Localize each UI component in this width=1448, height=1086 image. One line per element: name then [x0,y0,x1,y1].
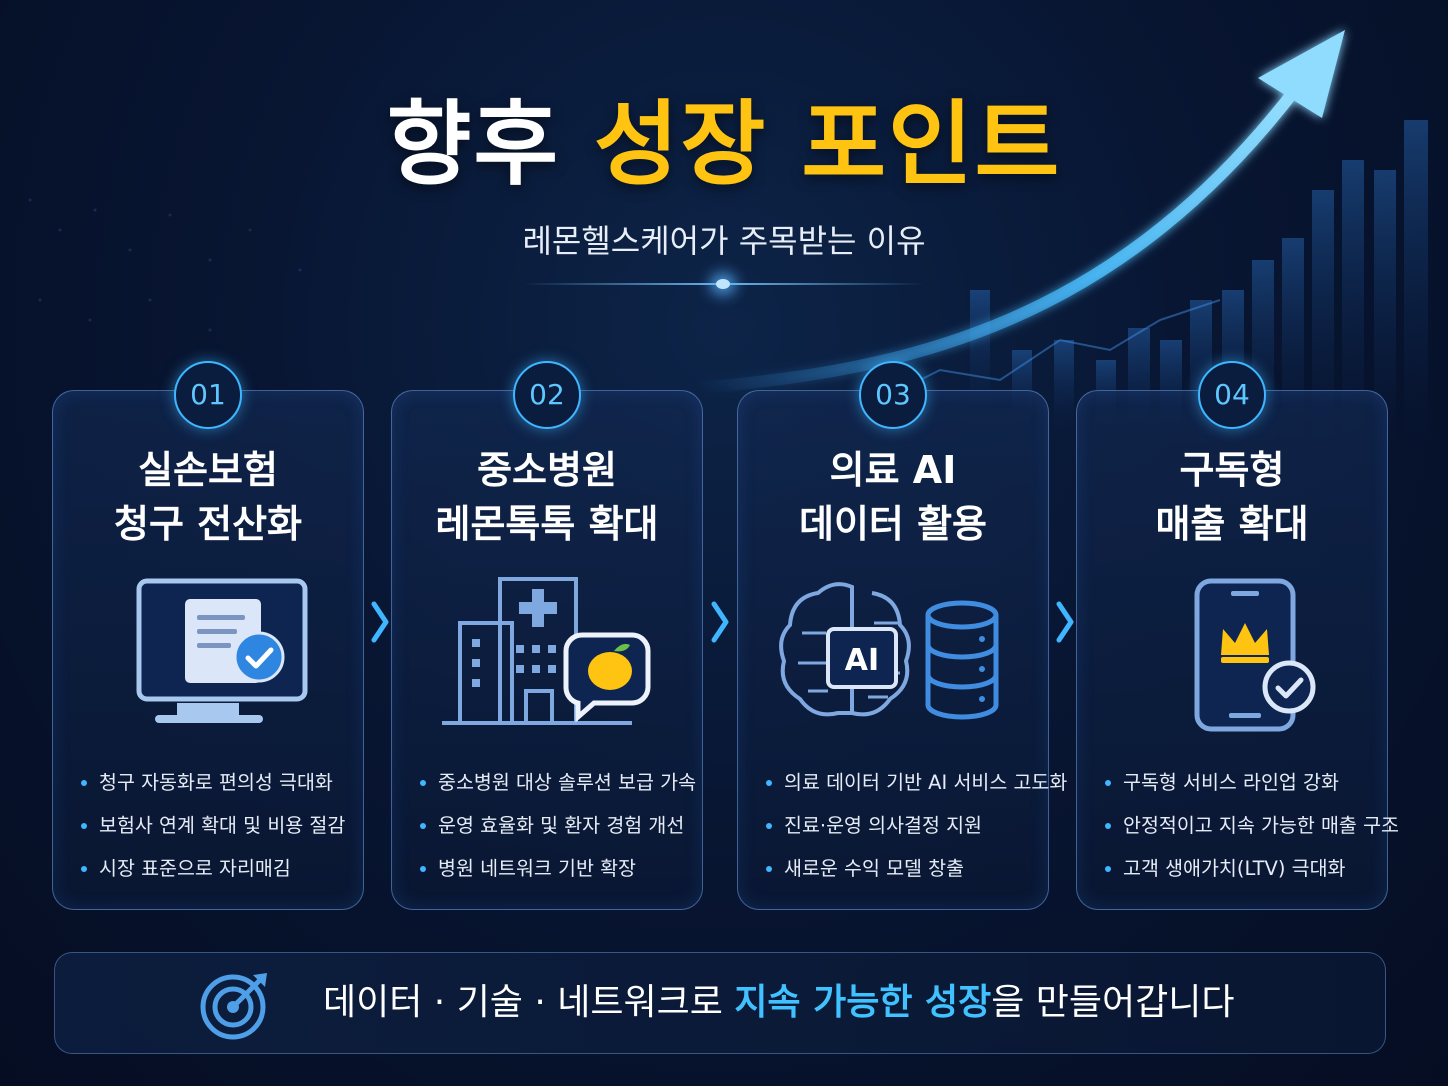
card-title: 실손보험 청구 전산화 [53,443,363,551]
title-part2: 성장 포인트 [594,91,1062,198]
card-bullet-list: 구독형 서비스 라인업 강화 안정적이고 지속 가능한 매출 구조 고객 생애가… [1105,761,1399,890]
list-item: 청구 자동화로 편의성 극대화 [81,761,353,804]
card-title-line2: 레몬톡톡 확대 [435,502,659,546]
list-item: 시장 표준으로 자리매김 [81,847,353,890]
background-trend-line [879,299,1221,401]
card-bullet-list: 중소병원 대상 솔루션 보급 가속 운영 효율화 및 환자 경험 개선 병원 네… [420,761,696,890]
list-item: 진료·운영 의사결정 지원 [766,804,1038,847]
title-part1: 향후 [386,91,560,198]
card-number-badge: 04 [1198,361,1266,429]
list-item: 새로운 수익 모델 창출 [766,847,1038,890]
card-title: 중소병원 레몬톡톡 확대 [392,443,702,551]
hospital-lemon-chat-icon [432,573,662,733]
growth-card-3: 03 의료 AI 데이터 활용 AI 의료 데이터 기반 AI [737,361,1067,910]
card-title: 구독형 매출 확대 [1077,443,1387,551]
card-title: 의료 AI 데이터 활용 [738,443,1048,551]
card-title-line2: 매출 확대 [1155,502,1309,546]
card-title-line1: 실손보험 [138,448,278,492]
growth-card-2: 02 중소병원 레몬톡톡 확대 중소병원 대상 솔루션 보급 가속 운 [391,361,703,910]
growth-card-1: 01 실손보험 청구 전산화 청구 자동화로 편의성 극대화 보험사 연계 확대… [52,361,364,910]
card-title-line1: 의료 AI [829,448,957,492]
list-item: 운영 효율화 및 환자 경험 개선 [420,804,692,847]
monitor-document-check-icon [93,573,323,733]
growth-card-4: 04 구독형 매출 확대 구독형 서비스 라인업 강화 안정적이고 지속 가능한… [1076,361,1399,910]
subtitle-divider-glow [716,279,730,289]
footer-text-highlight: 지속 가능한 성장 [734,982,992,1023]
footer-message: 데이터 · 기술 · 네트워크로 지속 가능한 성장을 만들어갑니다 [323,953,1235,1053]
list-item: 보험사 연계 확대 및 비용 절감 [81,804,353,847]
target-arrow-icon [200,973,267,1040]
card-title-line1: 구독형 [1179,448,1285,492]
ai-chip-label: AI [845,643,879,678]
card-number-badge: 03 [859,361,927,429]
card-title-line2: 청구 전산화 [113,502,303,546]
card-number-badge: 02 [513,361,581,429]
chevron-right-icon [371,601,389,643]
list-item: 고객 생애가치(LTV) 극대화 [1105,847,1377,890]
card-bullet-list: 청구 자동화로 편의성 극대화 보험사 연계 확대 및 비용 절감 시장 표준으… [81,761,353,890]
phone-crown-check-icon [1117,573,1347,733]
card-bullet-list: 의료 데이터 기반 AI 서비스 고도화 진료·운영 의사결정 지원 새로운 수… [766,761,1067,890]
list-item: 안정적이고 지속 가능한 매출 구조 [1105,804,1399,847]
card-title-line2: 데이터 활용 [798,502,988,546]
footer-banner: 데이터 · 기술 · 네트워크로 지속 가능한 성장을 만들어갑니다 [54,952,1386,1054]
list-item: 병원 네트워크 기반 확장 [420,847,692,890]
list-item: 구독형 서비스 라인업 강화 [1105,761,1377,804]
page-title: 향후 성장 포인트 [0,70,1448,203]
chevron-right-icon [711,601,729,643]
chevron-right-icon [1056,601,1074,643]
card-number-badge: 01 [174,361,242,429]
footer-text-after: 을 만들어갑니다 [991,982,1235,1023]
list-item: 중소병원 대상 솔루션 보급 가속 [420,761,696,804]
list-item: 의료 데이터 기반 AI 서비스 고도화 [766,761,1067,804]
footer-text-before: 데이터 · 기술 · 네트워크로 [323,982,735,1023]
page-subtitle: 레몬헬스케어가 주목받는 이유 [522,222,926,260]
card-title-line1: 중소병원 [477,448,617,492]
ai-brain-database-icon: AI [778,573,1008,733]
